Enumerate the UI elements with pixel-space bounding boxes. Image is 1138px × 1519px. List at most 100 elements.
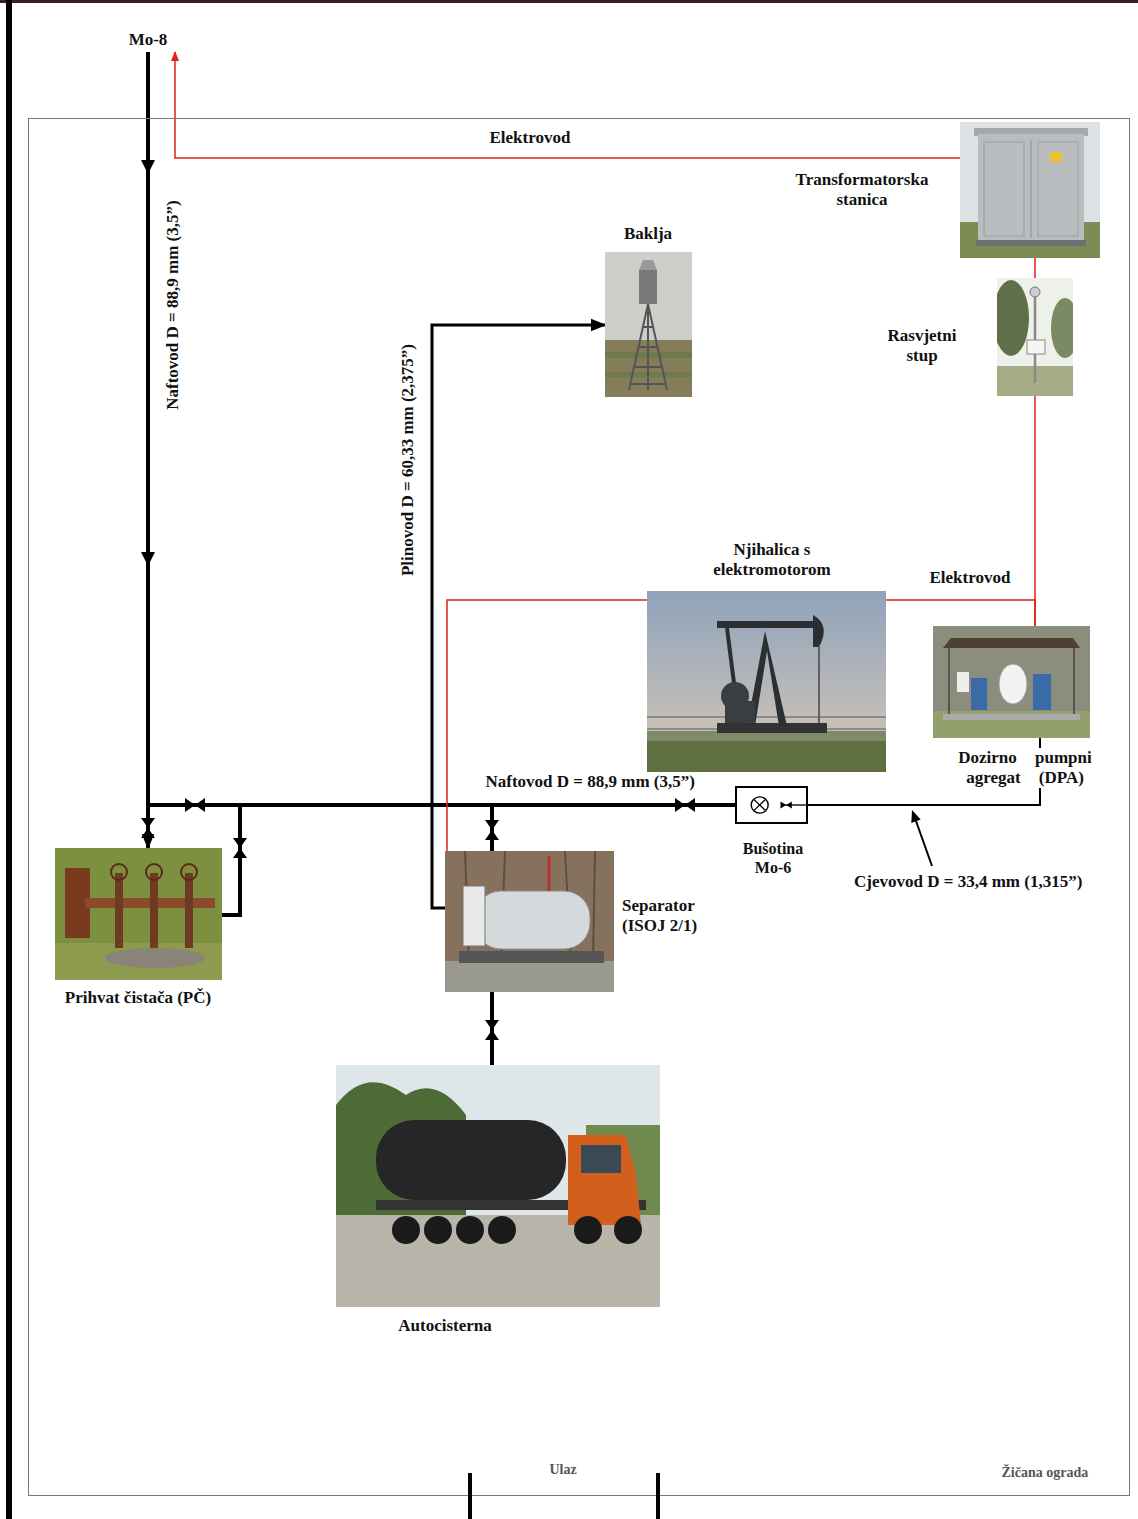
drawing-part	[55, 848, 222, 980]
photo-illustration	[933, 626, 1090, 738]
drawing-part	[971, 678, 987, 710]
drawing-part	[195, 798, 205, 812]
drawing-part	[141, 828, 155, 838]
object-label: Prihvat čistača (PČ)	[33, 988, 243, 1008]
drawing-part	[1073, 648, 1075, 718]
drawing-part	[548, 856, 551, 891]
drawing-part	[685, 798, 695, 812]
well-name: Mo-8	[117, 28, 179, 52]
drawing-part	[55, 943, 222, 980]
drawing-part	[488, 1216, 516, 1244]
drawing-part	[605, 252, 692, 397]
drawing-part	[639, 346, 657, 348]
drawing-part	[141, 818, 155, 828]
drawing-part	[468, 1473, 472, 1519]
drawing-part	[574, 1216, 602, 1244]
pipe-label: Naftovod D = 88,9 mm (3,5”)	[484, 772, 697, 792]
drawing-part	[445, 961, 614, 992]
drawing-part	[475, 891, 590, 949]
drawing-part	[948, 648, 950, 718]
drawing-part	[717, 621, 817, 628]
drawing-part	[647, 591, 886, 772]
drawing-part	[751, 797, 768, 813]
well-label: Mo-8	[117, 28, 179, 52]
pipe-label: Elektrovod	[928, 568, 1013, 588]
drawing-part	[185, 873, 193, 948]
drawing-part	[141, 552, 155, 566]
photo-illustration	[605, 252, 692, 397]
drawing-part	[376, 1120, 566, 1200]
site-object: Separator (ISOJ 2/1)	[445, 851, 614, 992]
drawing-part	[786, 801, 792, 808]
photo-illustration	[336, 1065, 660, 1307]
drawing-part	[141, 160, 155, 174]
object-label: Njihalica s elektromotorom	[687, 540, 857, 580]
drawing-part	[593, 851, 595, 961]
drawing-part	[392, 1216, 642, 1244]
drawing-part	[754, 800, 765, 811]
drawing-part	[943, 638, 1080, 648]
drawing-part	[960, 122, 1100, 258]
drawing-part	[1031, 140, 1032, 238]
drawing-part	[635, 366, 661, 368]
drawing-part	[6, 0, 12, 1519]
site-note: Žičana ograda	[1000, 1465, 1091, 1482]
drawing-part	[485, 820, 499, 830]
power-line	[447, 600, 647, 851]
site-object: Rasvjetni stup	[997, 278, 1073, 396]
drawing-part	[780, 801, 786, 808]
drawing-part	[392, 1216, 420, 1244]
drawing-part	[1051, 298, 1073, 358]
drawing-part	[150, 873, 158, 948]
drawing-part	[181, 864, 197, 880]
pipeline	[432, 325, 605, 908]
drawing-part	[639, 270, 657, 304]
object-label: Transformatorska stanica	[775, 170, 950, 210]
power-line	[175, 52, 960, 158]
drawing-part	[916, 821, 932, 866]
pipe-label: Elektrovod	[488, 128, 573, 148]
drawing-part	[336, 1215, 660, 1307]
drawing-part	[639, 260, 657, 270]
photo-illustration	[737, 788, 806, 822]
drawing-part	[1027, 340, 1045, 354]
drawing-part	[933, 626, 1090, 738]
drawing-part	[581, 1145, 621, 1173]
drawing-part	[1034, 294, 1037, 383]
object-label: Baklja	[588, 224, 708, 244]
drawing-part	[233, 838, 247, 848]
drawing-part	[984, 142, 1024, 236]
site-object: Transformatorska stanica	[960, 122, 1100, 258]
drawing-part	[629, 304, 667, 390]
drawing-part	[675, 798, 685, 812]
drawing-part	[146, 864, 162, 880]
photo-illustration	[445, 851, 614, 992]
site-object: Baklja	[605, 252, 692, 397]
site-object: Dozirno pumpni agregat (DPA)	[933, 626, 1090, 738]
drawing-part	[957, 672, 969, 692]
drawing-part	[643, 326, 653, 328]
drawing-part	[1050, 152, 1062, 162]
object-label: Autocisterna	[345, 1316, 545, 1336]
object-label: Bušotina Mo-6	[728, 840, 818, 878]
object-label: Dozirno pumpni agregat (DPA)	[930, 748, 1120, 788]
drawing-part	[656, 1473, 660, 1519]
photo-illustration	[960, 122, 1100, 258]
drawing-part	[727, 628, 735, 691]
drawing-part	[647, 717, 886, 718]
drawing-part	[29, 119, 1130, 1496]
photo-illustration	[997, 278, 1073, 396]
drawing-part	[1030, 287, 1040, 297]
object-label: Separator (ISOJ 2/1)	[622, 896, 732, 936]
drawing-part	[105, 948, 205, 968]
pipe-label: Plinovod D = 60,33 mm (2,375”)	[398, 342, 418, 578]
drawing-part	[999, 664, 1027, 704]
drawing-part	[631, 383, 665, 385]
drawing-part	[233, 848, 247, 858]
pipe-label: Cjevovod D = 33,4 mm (1,315”)	[852, 872, 1084, 892]
pipeline	[492, 805, 735, 851]
drawing-part	[717, 723, 827, 733]
drawing-part	[485, 1020, 499, 1030]
drawing-part	[111, 864, 127, 880]
